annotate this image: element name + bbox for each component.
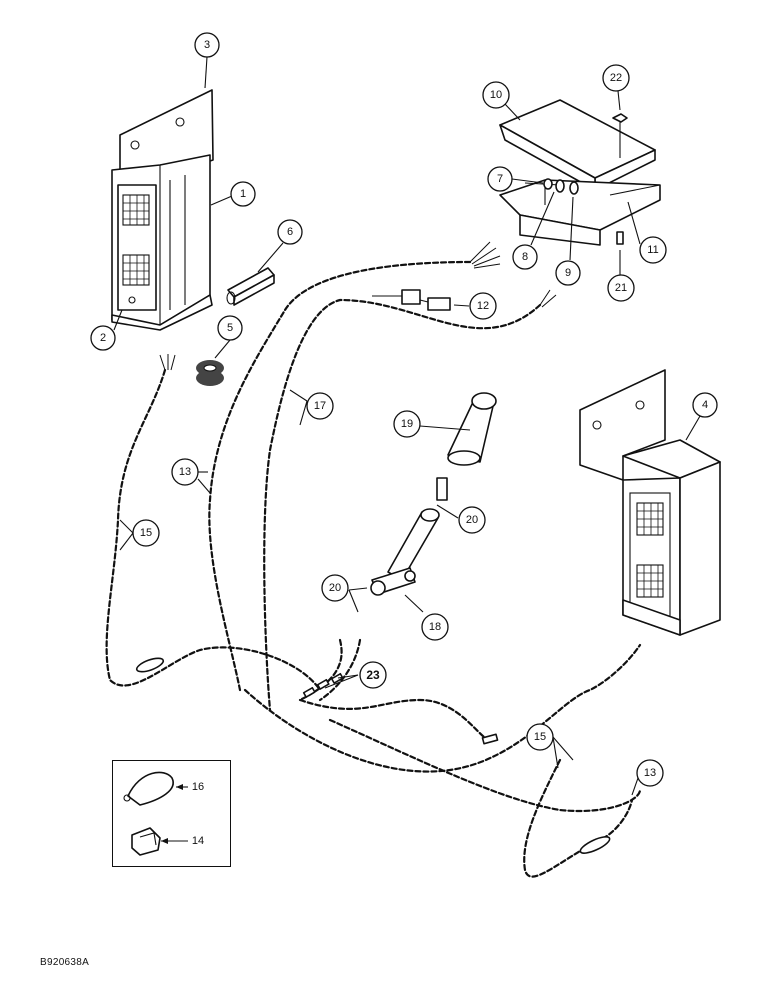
callout-7: 7	[487, 166, 513, 192]
callout-5: 5	[217, 315, 243, 341]
svg-text:6: 6	[287, 226, 293, 238]
cable-tie-16	[123, 771, 174, 806]
svg-text:13: 13	[644, 767, 656, 779]
svg-text:19: 19	[401, 418, 413, 430]
connector-12	[372, 289, 451, 311]
spacer-block-6	[226, 267, 275, 306]
switch-face-upper	[122, 194, 150, 226]
callout-22: 22	[602, 64, 630, 92]
svg-text:2: 2	[100, 332, 106, 344]
callout-9: 9	[555, 260, 581, 286]
right-switch-box-4	[579, 369, 721, 636]
callout-11: 11	[639, 236, 667, 264]
callout-23: 23	[359, 661, 387, 689]
callout-12: 12	[469, 292, 497, 320]
handle-shaft-18	[370, 508, 440, 596]
callout-8: 8	[512, 244, 538, 270]
callout-10: 10	[482, 81, 510, 109]
svg-text:20: 20	[329, 582, 341, 594]
clip-14	[131, 827, 161, 856]
callout-15-right: 15	[526, 723, 554, 751]
callout-18: 18	[421, 613, 449, 641]
svg-text:1: 1	[240, 188, 246, 200]
svg-text:22: 22	[610, 72, 622, 84]
svg-text:8: 8	[522, 251, 528, 263]
svg-text:11: 11	[647, 244, 658, 256]
switch-face-lower	[122, 254, 150, 286]
mounting-base-2	[111, 294, 213, 331]
svg-text:23: 23	[366, 668, 380, 682]
callout-19: 19	[393, 410, 421, 438]
grip-19	[447, 392, 497, 466]
svg-text:3: 3	[204, 39, 210, 51]
figure-reference-code: B920638A	[40, 957, 90, 968]
callout-17: 17	[306, 392, 334, 420]
svg-text:10: 10	[490, 89, 502, 101]
wiring-harness	[105, 241, 642, 878]
svg-text:13: 13	[179, 466, 191, 478]
wire-terminals-23	[302, 672, 344, 698]
svg-text:9: 9	[565, 267, 571, 279]
inset-label-14: 14	[192, 835, 204, 847]
callout-6: 6	[277, 219, 303, 245]
pin-20	[436, 477, 448, 501]
left-switch-box-assembly	[111, 89, 214, 331]
callouts: 3 1 6 2 5 10 22 7 8 9 11 21 12 17 19 4 1…	[90, 32, 718, 787]
callout-1: 1	[230, 181, 256, 207]
callout-2: 2	[90, 325, 116, 351]
svg-text:20: 20	[466, 514, 478, 526]
svg-text:17: 17	[314, 400, 326, 412]
switch-face-upper-right	[636, 502, 664, 536]
svg-text:18: 18	[429, 621, 441, 633]
callout-4: 4	[692, 392, 718, 418]
callout-13-lower: 13	[636, 759, 664, 787]
svg-text:15: 15	[534, 731, 546, 743]
callout-3: 3	[194, 32, 220, 58]
grommet-5	[196, 360, 224, 386]
svg-text:7: 7	[497, 173, 503, 185]
inset-frame	[112, 760, 231, 867]
svg-text:12: 12	[477, 300, 489, 312]
handle-assembly	[370, 392, 497, 596]
leader-lines	[113, 56, 701, 796]
callout-20-lower: 20	[321, 574, 349, 602]
right-top-bracket-assembly	[499, 99, 661, 246]
callout-15-left: 15	[132, 519, 160, 547]
callout-21: 21	[607, 274, 635, 302]
svg-text:15: 15	[140, 527, 152, 539]
svg-text:21: 21	[615, 282, 627, 294]
callout-13-upper: 13	[171, 458, 199, 486]
inset-parts: 16 14	[123, 771, 204, 856]
switch-face-lower-right	[636, 564, 664, 598]
svg-text:5: 5	[227, 322, 233, 334]
svg-text:4: 4	[702, 399, 708, 411]
inset-label-16: 16	[192, 781, 204, 793]
callout-20-upper: 20	[458, 506, 486, 534]
